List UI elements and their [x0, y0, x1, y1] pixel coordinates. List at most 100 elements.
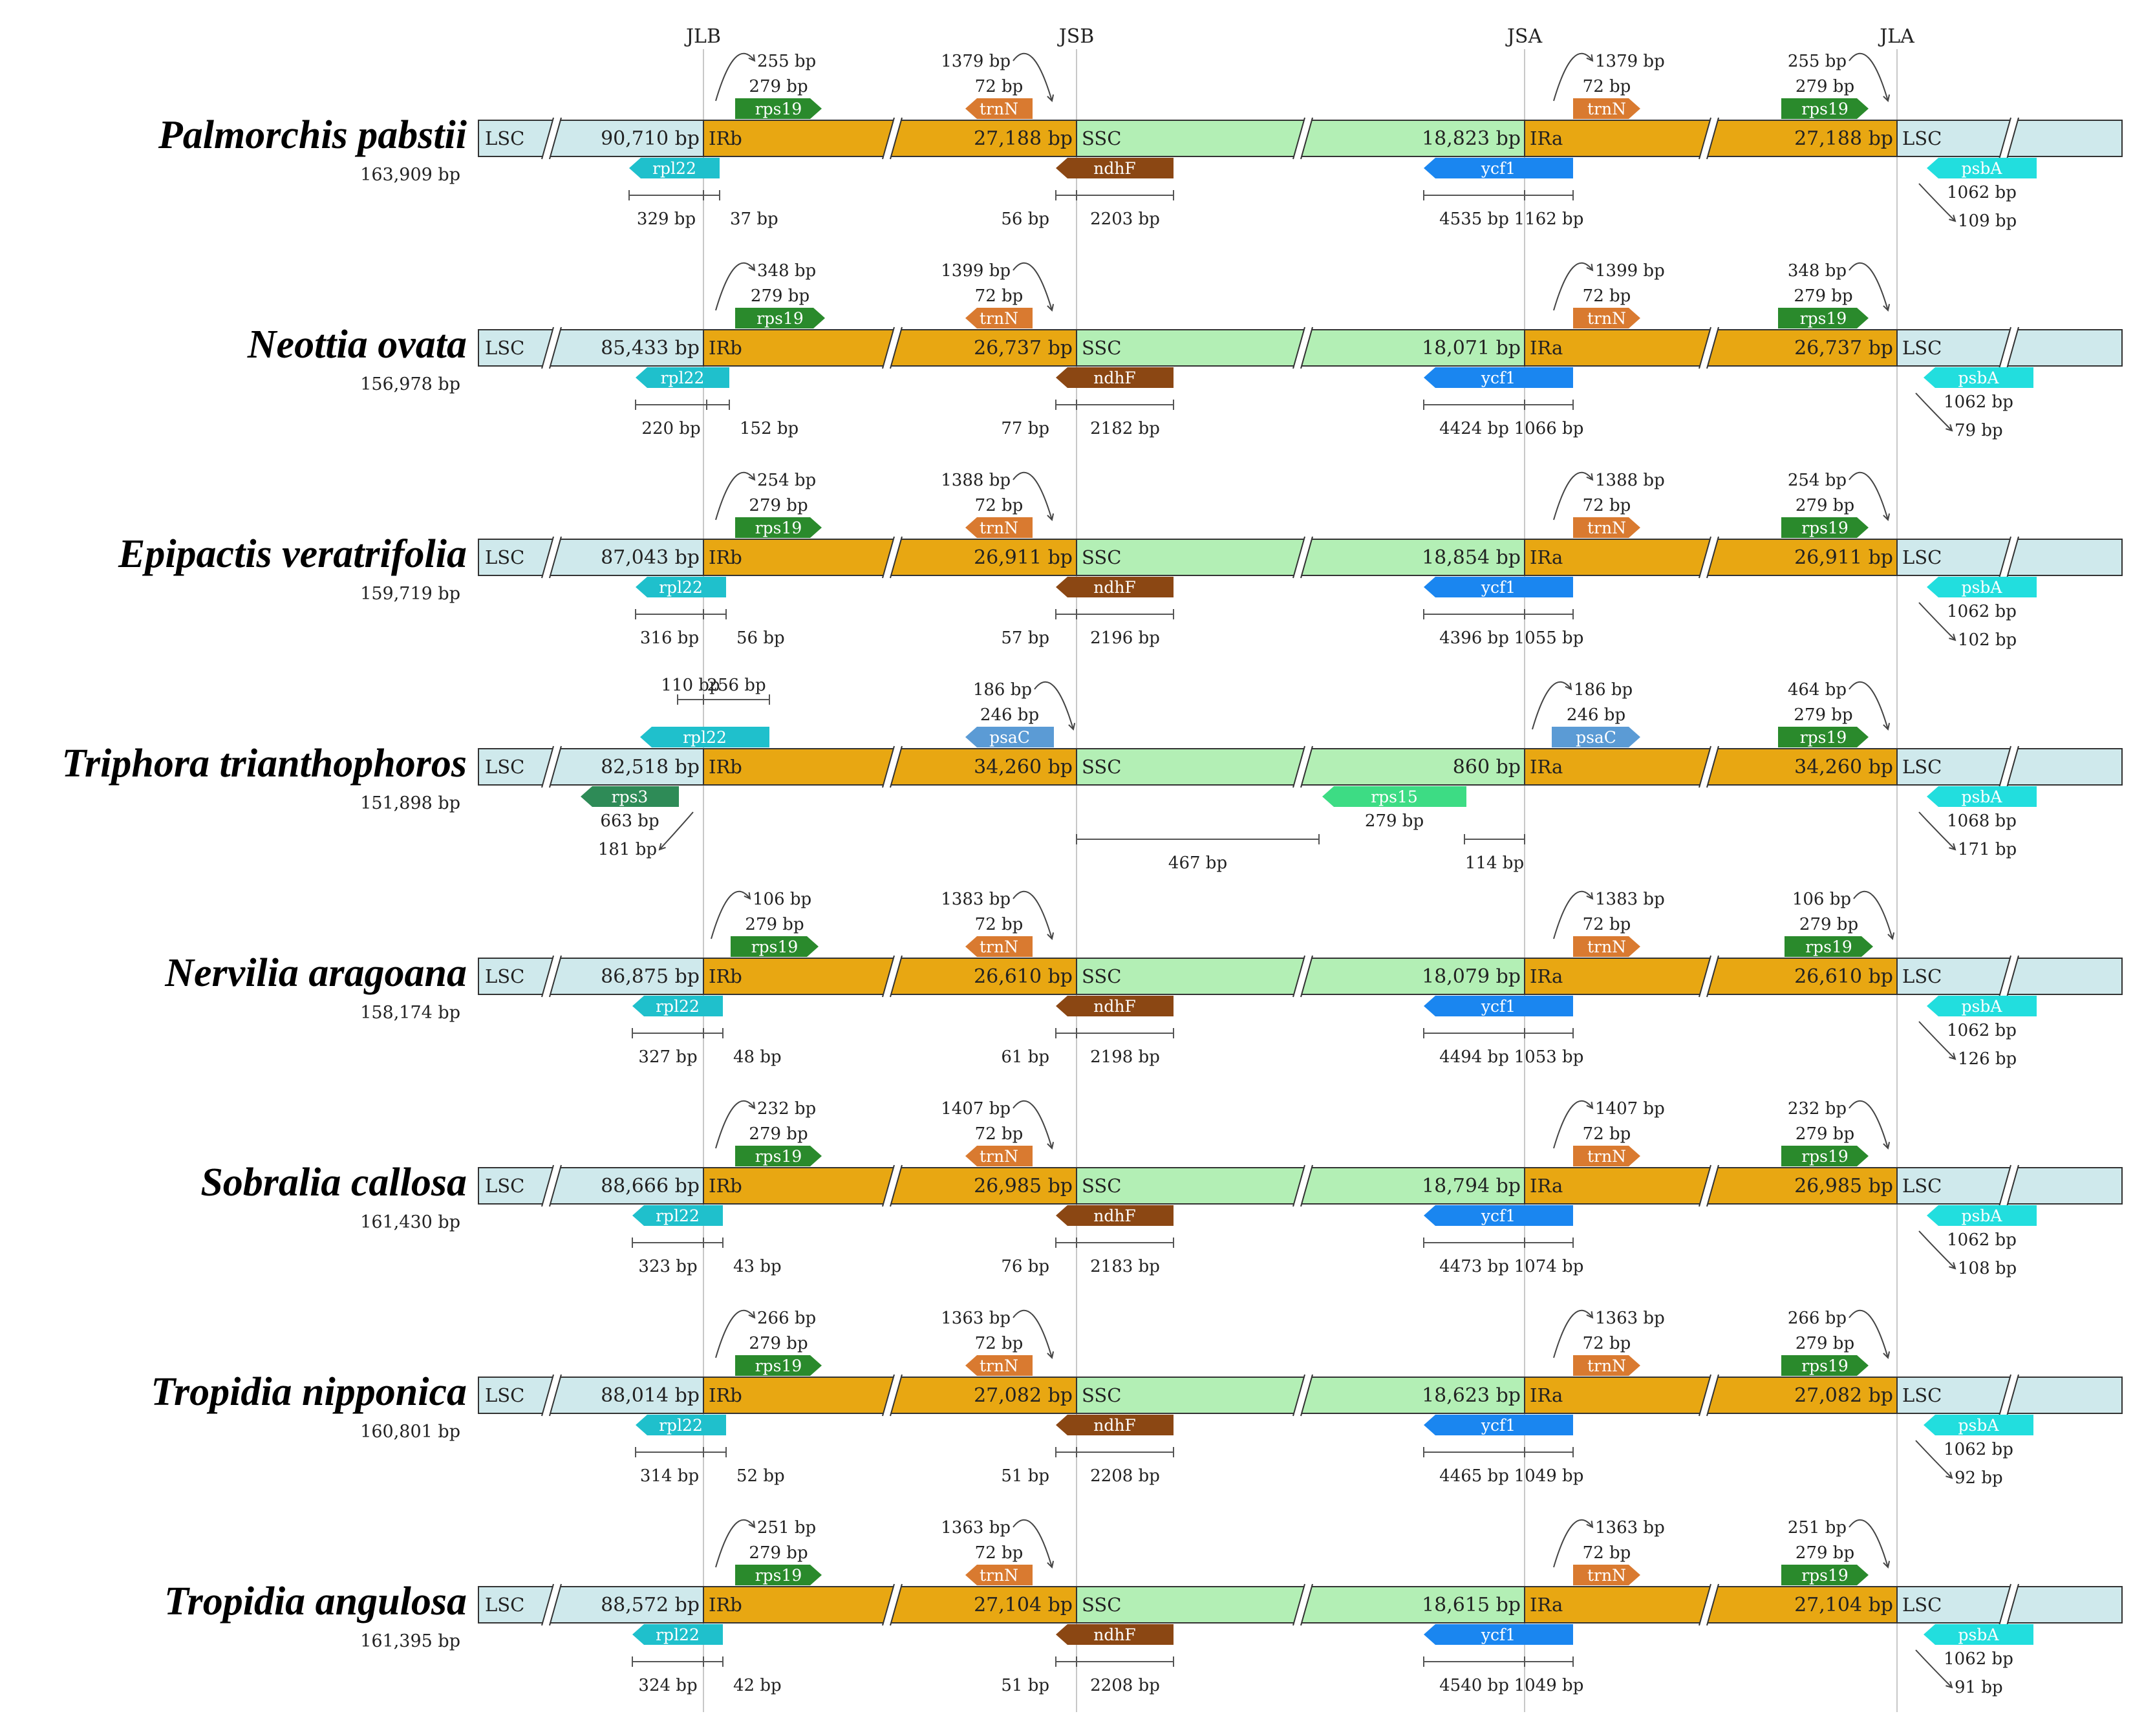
break-mark	[1293, 1164, 1313, 1208]
gene-rps19: rps19	[1781, 1355, 1869, 1376]
gene-label: trnN	[1587, 1356, 1626, 1375]
arc-connector	[711, 890, 751, 939]
region-label-lsc: LSC	[485, 756, 524, 778]
measure-length: 256 bp	[707, 676, 766, 695]
break-mark	[542, 1373, 561, 1417]
break-mark	[542, 1583, 561, 1627]
break-mark	[541, 117, 554, 160]
break-mark	[1999, 327, 2011, 369]
measure-length: 324 bp	[638, 1676, 697, 1695]
break-mark	[542, 326, 561, 370]
region-label-ssc: SSC	[1082, 756, 1121, 778]
gene-shape	[1927, 996, 2037, 1016]
measure-length: 220 bp	[641, 419, 700, 438]
break-mark	[890, 327, 903, 369]
measure-length: 48 bp	[733, 1047, 782, 1067]
measure-length: 56 bp	[736, 628, 785, 648]
arrow-head	[1047, 513, 1055, 522]
break-mark	[882, 117, 895, 160]
arrow-head	[1949, 843, 1956, 851]
break-mark	[1699, 117, 1711, 160]
gene-label: ndhF	[1093, 997, 1136, 1016]
junction-label-jlb: JLB	[684, 25, 721, 48]
measure-length: 1074 bp	[1514, 1257, 1584, 1276]
measure	[1524, 1447, 1574, 1457]
measure-length: 110 bp	[661, 676, 720, 695]
break-mark	[542, 954, 561, 998]
region-label-ira: IRa	[1530, 756, 1563, 778]
measure-length: 314 bp	[640, 1466, 699, 1486]
break-mark	[882, 327, 895, 369]
gene-length: 279 bp	[1796, 77, 1854, 96]
region-label-ssc: SSC	[1082, 337, 1121, 359]
overlap-length: 1383 bp	[941, 890, 1011, 909]
ssc-length: 18,079 bp	[1422, 965, 1521, 988]
gene-rps3: rps3	[581, 786, 679, 807]
gene-label: trnN	[1587, 938, 1626, 956]
break-mark	[1999, 1373, 2019, 1417]
gene-shape	[965, 308, 1033, 328]
gene-length: 1068 bp	[1947, 811, 2017, 831]
arrow-head	[1883, 1561, 1891, 1569]
break-mark	[1300, 327, 1313, 369]
gene-length: 72 bp	[1583, 915, 1631, 934]
gene-shape	[632, 1624, 723, 1645]
break-mark	[1293, 954, 1313, 998]
region-label-ira: IRa	[1530, 1594, 1563, 1616]
overlap-length: 251 bp	[1788, 1518, 1847, 1538]
arc-connector	[1553, 262, 1593, 311]
overlap-length: 1363 bp	[941, 1518, 1011, 1538]
arc-connector	[1918, 602, 1956, 641]
overlap-length: 186 bp	[973, 680, 1032, 700]
break-mark	[1706, 536, 1719, 579]
measure	[1423, 1028, 1525, 1038]
break-mark	[882, 745, 895, 788]
irb-length: 34,260 bp	[974, 756, 1073, 778]
break-mark	[1300, 117, 1313, 160]
overlap-length: 171 bp	[1958, 840, 2017, 859]
measure	[703, 190, 720, 200]
break-mark	[1699, 536, 1711, 579]
gene-label: rps19	[1805, 938, 1852, 956]
measure	[703, 1028, 724, 1038]
break-mark	[1699, 955, 1711, 998]
region-label-lsc: LSC	[1902, 127, 1942, 149]
measure	[1076, 609, 1174, 619]
gene-ycf1: ycf1	[1424, 1205, 1573, 1226]
lsc-length: 88,014 bp	[601, 1384, 700, 1407]
region-label-irb: IRb	[709, 1175, 742, 1197]
gene-shape	[1927, 786, 2037, 807]
break-mark	[1293, 116, 1313, 160]
arc-connector	[1013, 890, 1053, 939]
arc-connector	[1915, 1440, 1953, 1479]
measure	[632, 1238, 704, 1248]
gene-length: 72 bp	[1583, 1124, 1631, 1144]
overlap-length: 106 bp	[753, 890, 811, 909]
arrow-head	[1047, 1351, 1055, 1360]
measure	[703, 1447, 727, 1457]
gene-shape	[1778, 308, 1869, 328]
region-label-lsc: LSC	[1902, 1175, 1942, 1197]
gene-label: rps19	[755, 519, 802, 537]
measure-length: 51 bp	[1001, 1466, 1049, 1486]
ssc-length: 18,794 bp	[1422, 1175, 1521, 1197]
gene-label: trnN	[980, 519, 1018, 537]
measure-length: 4396 bp	[1439, 628, 1509, 648]
irb-length: 27,082 bp	[974, 1384, 1073, 1407]
arrow-head	[1946, 424, 1953, 432]
gene-shape	[965, 1355, 1033, 1376]
gene-ndhf: ndhF	[1056, 1415, 1174, 1435]
ira-length: 26,911 bp	[1794, 546, 1893, 569]
arc-connector	[1553, 1519, 1593, 1568]
gene-ndhf: ndhF	[1056, 158, 1174, 178]
gene-label: psbA	[1958, 1416, 2000, 1435]
overlap-length: 1388 bp	[1595, 471, 1665, 490]
break-mark	[1293, 1373, 1313, 1417]
gene-psba: psbA	[1924, 367, 2033, 388]
arc-connector	[1849, 471, 1889, 520]
region-lsc	[478, 329, 704, 367]
gene-length: 279 bp	[749, 1543, 808, 1563]
gene-rpl22: rpl22	[632, 996, 723, 1016]
